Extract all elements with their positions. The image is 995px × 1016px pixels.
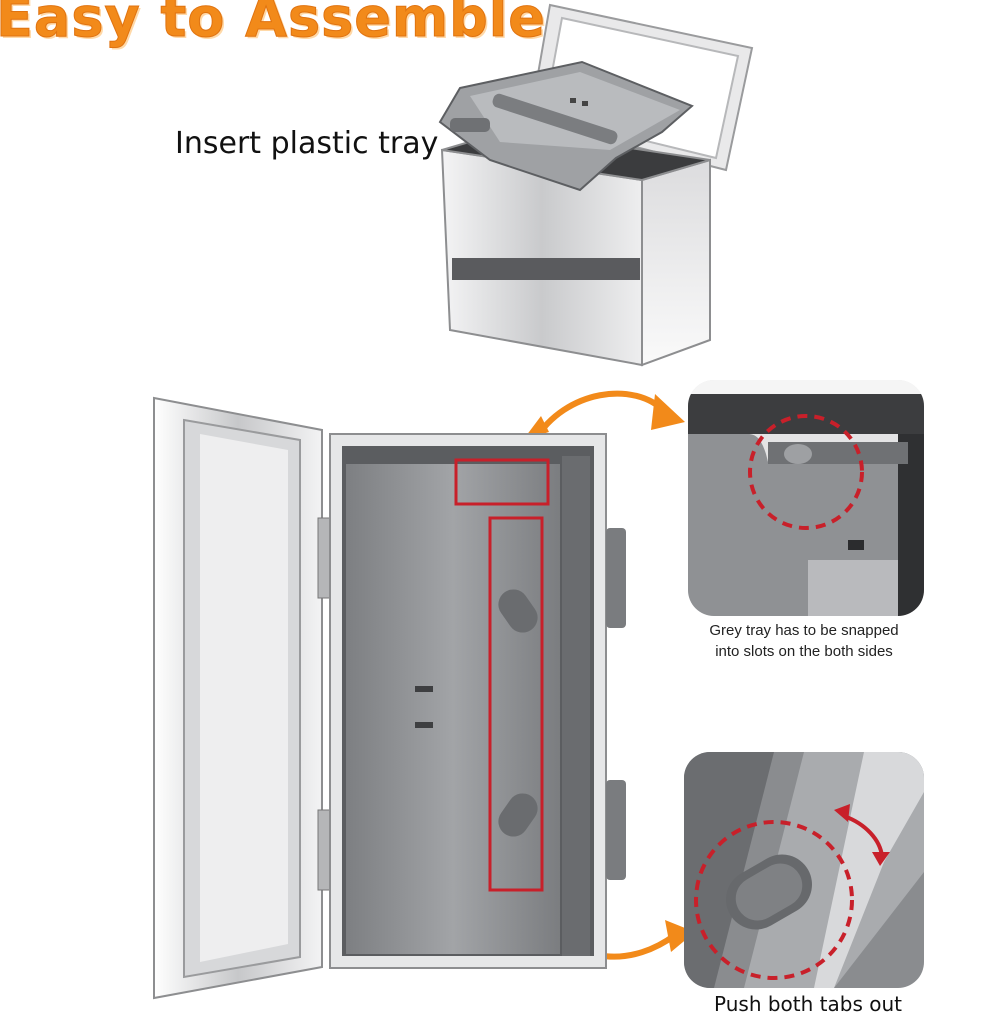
- detail-photo-tabs: [684, 752, 924, 988]
- tab: [498, 589, 538, 633]
- grey-tray: [346, 464, 560, 954]
- box-side: [641, 158, 711, 367]
- arrow-icon: [532, 390, 668, 442]
- highlight-circle: [748, 414, 864, 530]
- rotate-arrow-icon: [834, 804, 890, 866]
- open-box-photo: [153, 396, 626, 1000]
- tabs-highlight: [488, 516, 544, 892]
- push-tabs-caption: Push both tabs out: [714, 992, 902, 1016]
- page-title: Easy to Assemble: [0, 0, 546, 50]
- highlight-circle: [694, 820, 854, 980]
- box-front: [440, 148, 643, 367]
- box-assembly-illustration: [438, 3, 754, 367]
- hinge: [317, 809, 331, 891]
- hinge: [317, 517, 331, 599]
- detail-photo-slot: [688, 380, 924, 616]
- snap-tray-caption: Grey tray has to be snapped into slots o…: [709, 622, 899, 660]
- insert-tray-caption: Insert plastic tray: [175, 126, 439, 161]
- slot-highlight: [454, 458, 550, 506]
- tab: [498, 793, 538, 837]
